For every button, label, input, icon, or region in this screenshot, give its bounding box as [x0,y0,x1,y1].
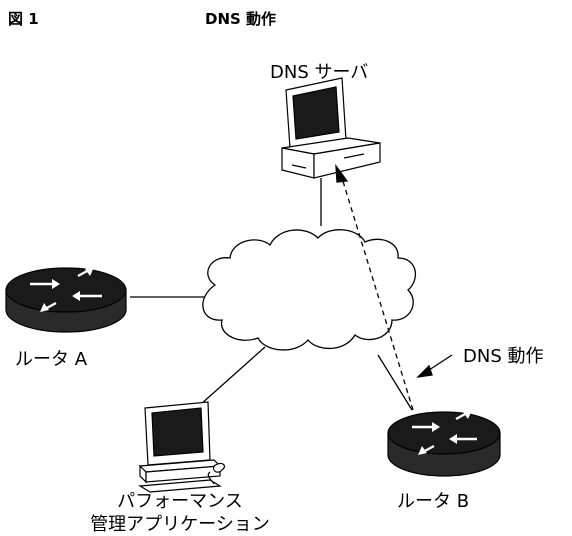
dns-server-computer-icon [281,77,381,179]
server-monitor-screen [292,86,340,140]
management-computer-icon [138,401,226,493]
perf-app-label-line2: 管理アプリケーション [90,514,270,535]
network-cloud [202,229,417,351]
link-app-cloud [199,346,266,406]
server-case-side [313,142,381,179]
figure-title: DNS 動作 [205,10,277,28]
router-a-label: ルータ A [15,349,88,370]
dns-operation-annotation: DNS 動作 [463,346,544,367]
annotation-arrow [416,354,453,378]
router-a-icon [5,267,127,333]
app-case-side [145,465,221,483]
router-b-label: ルータ B [397,491,470,512]
figure-number: 図 1 [8,10,39,28]
connection-lines [130,178,413,411]
dns-query-arrow [335,163,414,411]
perf-app-label-line1: パフォーマンス [117,491,243,512]
link-routerB-cloud [377,354,413,411]
app-keyboard [138,479,222,493]
server-case-front [281,147,315,179]
mouse-icon [213,462,226,473]
app-monitor-screen [151,407,204,457]
router-b-icon [387,410,501,477]
dns-server-label: DNS サーバ [270,62,369,83]
